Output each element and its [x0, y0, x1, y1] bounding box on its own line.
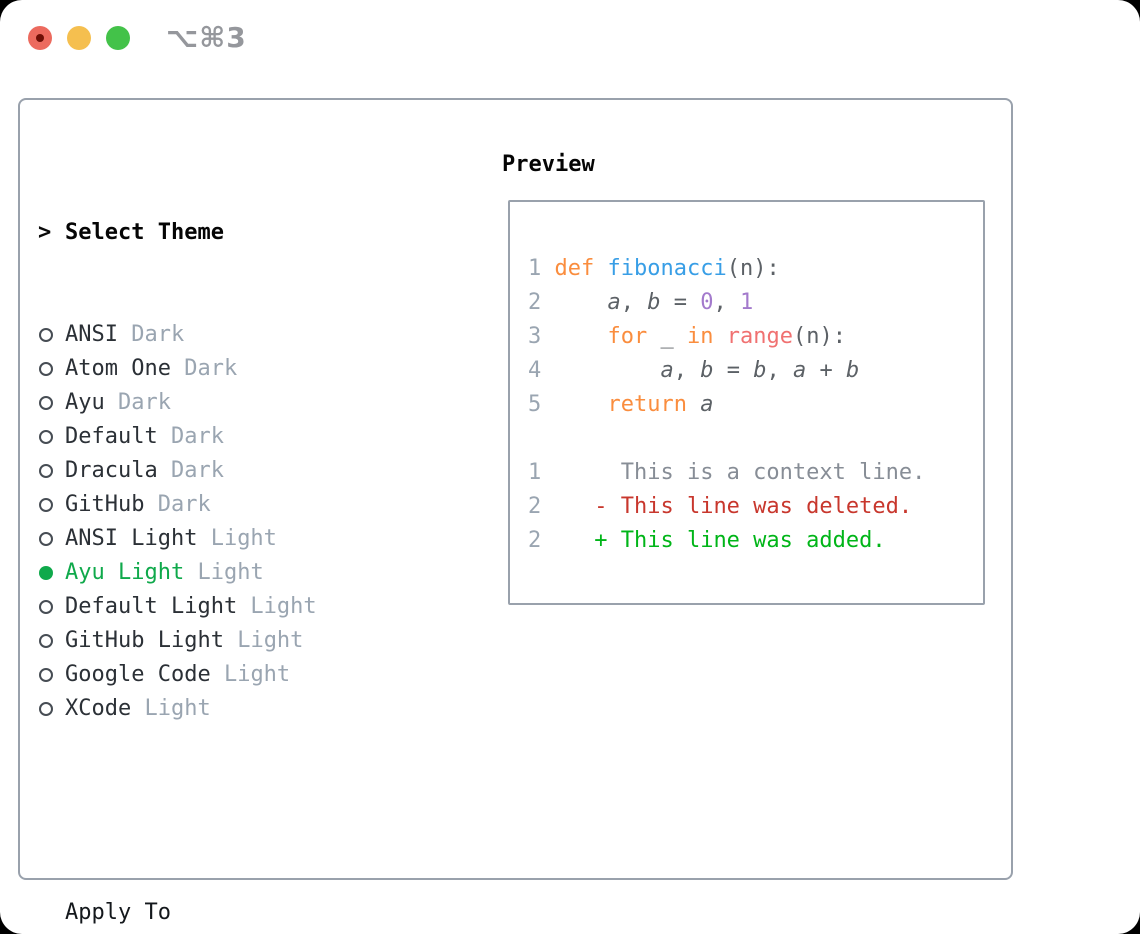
code-line: 2 - This line was deleted. [528, 494, 913, 519]
preview-header: Preview [502, 152, 595, 177]
radio-selected-icon [38, 556, 65, 590]
option-label: ANSI [65, 322, 118, 347]
option-label: Ayu [65, 390, 105, 415]
radio-icon [38, 420, 65, 454]
theme-variant-badge: Light [197, 526, 277, 551]
code-line: 3 for _ in range(n): [528, 324, 846, 349]
code-line: 5 return a [528, 392, 714, 417]
radio-icon [38, 318, 65, 352]
option-label: Dracula [65, 458, 158, 483]
option-label: GitHub [65, 492, 145, 517]
titlebar: ⌥⌘3 [0, 0, 1140, 76]
radio-icon [38, 624, 65, 658]
theme-variant-badge: Dark [157, 424, 224, 449]
theme-variant-badge: Light [210, 662, 291, 687]
theme-option-default-light[interactable]: Default Light Light [38, 590, 409, 624]
code-line: 1 This is a context line. [528, 460, 926, 485]
theme-option-atom-one[interactable]: Atom One Dark [38, 352, 409, 386]
zoom-button[interactable] [106, 26, 130, 50]
option-label: Default [65, 424, 158, 449]
code-line: 1 def fibonacci(n): [528, 256, 780, 281]
window-title: ⌥⌘3 [166, 21, 247, 54]
preview-pane: 1 def fibonacci(n): 2 a, b = 0, 1 3 for _ … [508, 200, 985, 605]
radio-icon [38, 352, 65, 386]
theme-option-ansi[interactable]: ANSI Dark [38, 318, 409, 352]
code-line [528, 422, 925, 456]
code-line: 4 a, b = b, a + b [528, 358, 860, 383]
spacer [38, 794, 409, 828]
cursor-chevron-icon: > [38, 220, 52, 245]
option-label: GitHub Light [65, 628, 224, 653]
theme-option-ayu-light[interactable]: Ayu Light Light [38, 556, 409, 590]
minimize-button[interactable] [67, 26, 91, 50]
close-button[interactable] [28, 26, 52, 50]
close-dot-icon [36, 34, 44, 42]
marker-spacer [38, 896, 65, 930]
theme-variant-badge: Light [131, 696, 211, 721]
radio-icon [38, 454, 65, 488]
theme-option-default[interactable]: Default Dark [38, 420, 409, 454]
code-preview: 1 def fibonacci(n): 2 a, b = 0, 1 3 for _ … [528, 252, 925, 558]
option-label: XCode [65, 696, 132, 721]
theme-option-github[interactable]: GitHub Dark [38, 488, 409, 522]
theme-variant-badge: Dark [144, 492, 211, 517]
theme-option-dracula[interactable]: Dracula Dark [38, 454, 409, 488]
theme-option-github-light[interactable]: GitHub Light Light [38, 624, 409, 658]
theme-option-xcode[interactable]: XCode Light [38, 692, 409, 726]
option-label: Google Code [65, 662, 211, 687]
theme-list-header-row: > Select Theme [38, 216, 409, 250]
option-label: Default Light [65, 594, 238, 619]
theme-variant-badge: Light [184, 560, 264, 585]
radio-icon [38, 658, 65, 692]
theme-variant-badge: Dark [117, 322, 185, 347]
option-label: Atom One [65, 356, 171, 381]
radio-icon [38, 692, 65, 726]
theme-option-google-code[interactable]: Google Code Light [38, 658, 409, 692]
theme-option-ansi-light[interactable]: ANSI Light Light [38, 522, 409, 556]
code-line: 2 + This line was added. [528, 528, 886, 553]
theme-variant-badge: Light [223, 628, 304, 653]
radio-icon [38, 522, 65, 556]
radio-icon [38, 386, 65, 420]
theme-variant-badge: Light [237, 594, 317, 619]
theme-variant-badge: Dark [157, 458, 224, 483]
code-line: 2 a, b = 0, 1 [528, 290, 754, 315]
option-label: ANSI Light [65, 526, 198, 551]
apply-to-header-row: Apply To [38, 896, 409, 930]
theme-list-header: Select Theme [65, 220, 224, 245]
theme-option-ayu[interactable]: Ayu Dark [38, 386, 409, 420]
option-label: Ayu Light [65, 560, 185, 585]
theme-variant-badge: Dark [104, 390, 171, 415]
apply-to-header: Apply To [65, 900, 171, 925]
theme-variant-badge: Dark [170, 356, 238, 381]
radio-icon [38, 590, 65, 624]
radio-icon [38, 488, 65, 522]
